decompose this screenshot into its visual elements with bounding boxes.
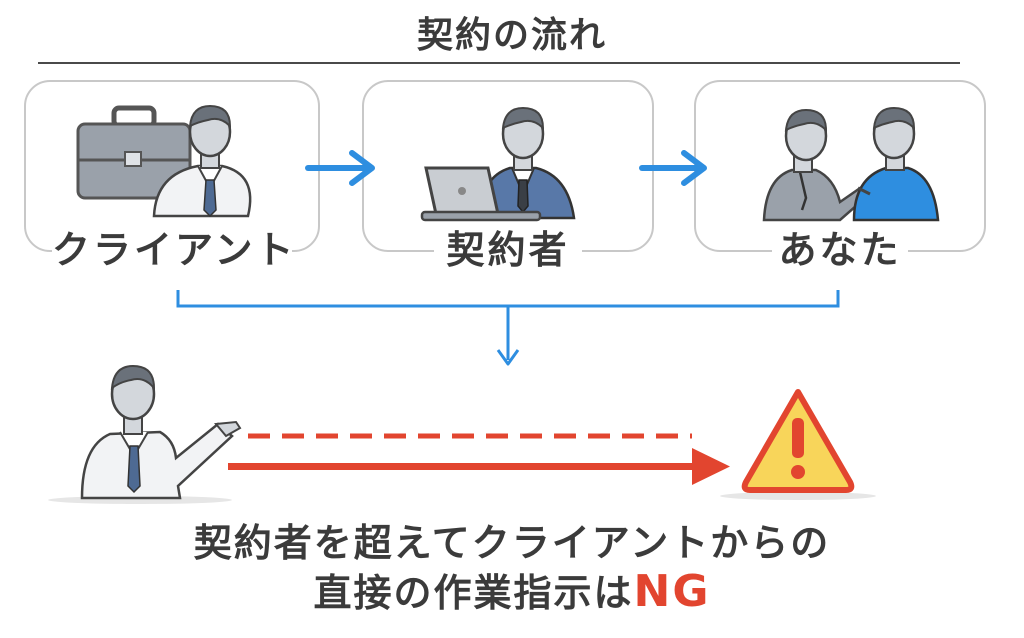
contractor-with-laptop-icon (418, 102, 588, 224)
warning-message-line1: 契約者を超えてクライアントからの (193, 521, 831, 565)
direct-instruction-arrow (228, 448, 730, 485)
title-divider (38, 62, 960, 64)
flow-arrow-2 (639, 150, 707, 186)
flow-arrow-1 (305, 150, 375, 186)
diagram-title: 契約の流れ (416, 15, 607, 56)
two-people-talking-icon (758, 98, 948, 224)
ground-shadow (720, 492, 876, 500)
node-label-you: あなた (772, 222, 908, 278)
node-label-contractor: 契約者 (434, 222, 582, 278)
client-with-briefcase-icon (70, 100, 260, 225)
merge-connector (176, 290, 840, 366)
node-label-client: クライアント (52, 222, 293, 278)
warning-icon (741, 389, 855, 493)
pointing-person-icon (80, 364, 242, 500)
warning-message-line2: 直接の作業指示はNG (0, 562, 1024, 617)
warning-message-prefix: 直接の作業指示は (313, 571, 634, 615)
ng-label: NG (633, 566, 711, 617)
